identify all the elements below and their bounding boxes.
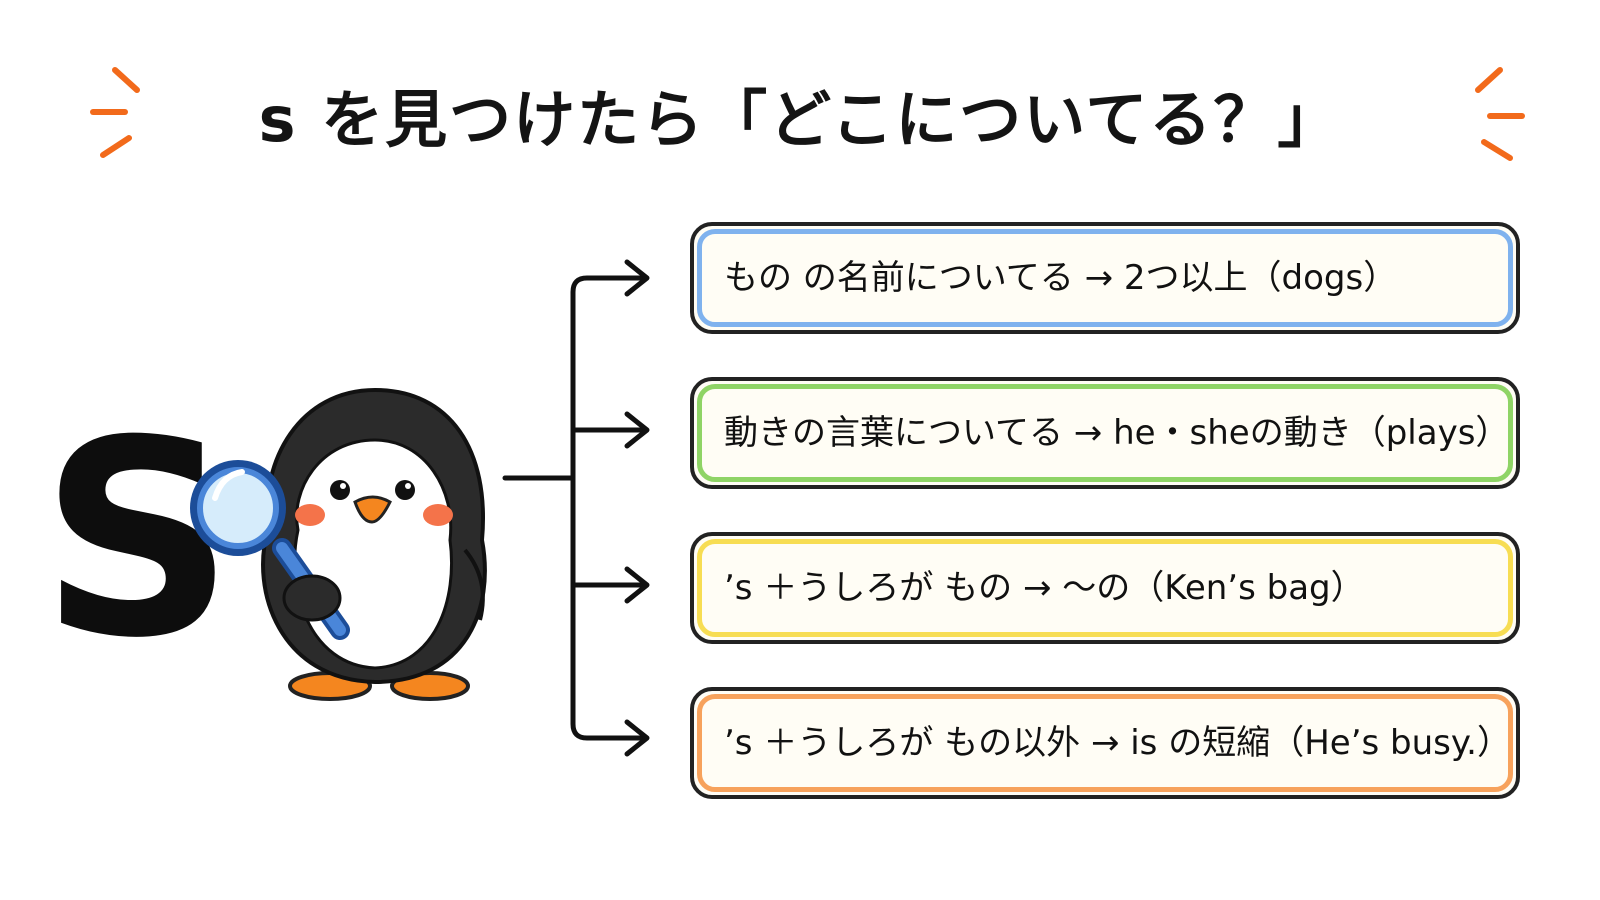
branch-box-contraction: ’s ＋うしろが もの以外 → is の短縮（He’s busy.） <box>690 687 1520 799</box>
penguin-magnifier-icon <box>190 387 487 701</box>
branch-box-possessive: ’s ＋うしろが もの → 〜の（Ken’s bag） <box>690 532 1520 644</box>
branch-connector <box>502 259 650 757</box>
page-title: s を見つけたら「どこについてる？」 <box>258 83 1342 156</box>
branch-text: 動きの言葉についてる → he・sheの動き（plays） <box>724 413 1510 453</box>
branch-text: ’s ＋うしろが もの以外 → is の短縮（He’s busy.） <box>724 723 1511 763</box>
branch-box-plural: もの の名前についてる → 2つ以上（dogs） <box>690 222 1520 334</box>
sparkle-right-icon <box>1475 67 1525 161</box>
branch-text: もの の名前についてる → 2つ以上（dogs） <box>724 258 1398 298</box>
sparkle-left-icon <box>90 67 140 158</box>
branch-text: ’s ＋うしろが もの → 〜の（Ken’s bag） <box>724 568 1365 608</box>
branch-box-verb: 動きの言葉についてる → he・sheの動き（plays） <box>690 377 1520 489</box>
big-letter-s: S <box>40 382 235 697</box>
